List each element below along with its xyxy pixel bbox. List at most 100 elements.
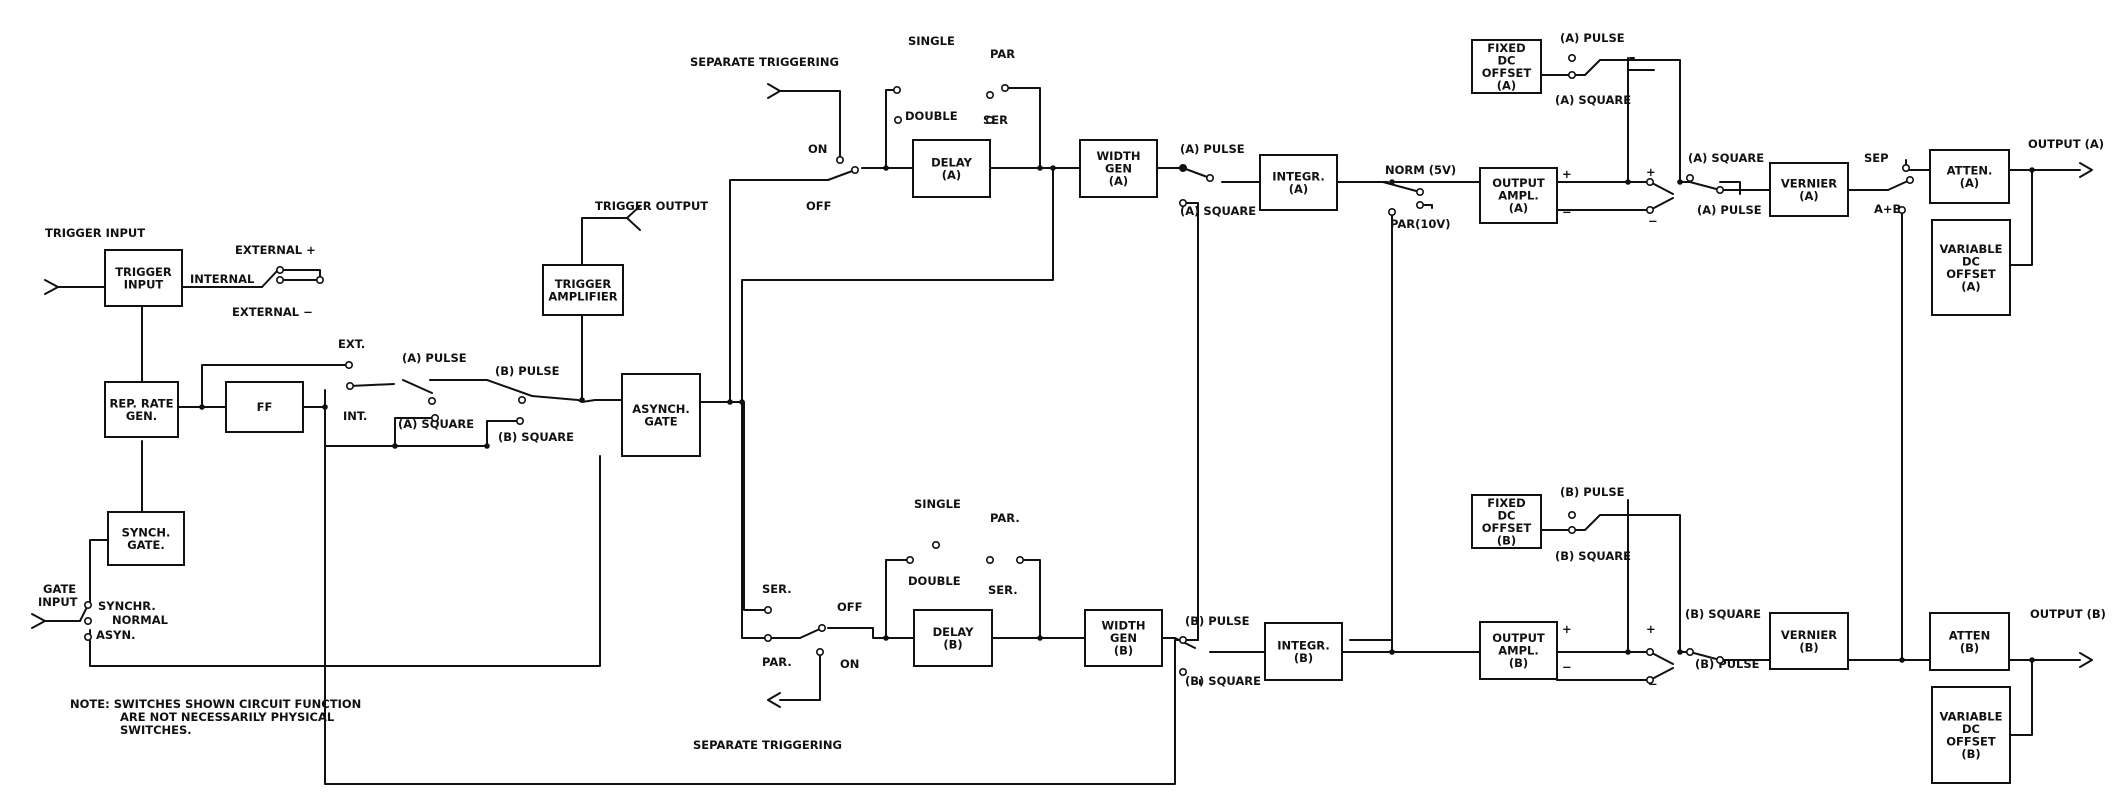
label-single-top: SINGLE — [908, 34, 955, 48]
label-single-bottom: SINGLE — [914, 497, 961, 511]
junction-dot — [199, 404, 205, 410]
block-frame — [621, 373, 701, 457]
block-label-line: (B) — [943, 637, 962, 651]
block-label-line: (A) — [1799, 189, 1818, 203]
switch-terminal — [1646, 178, 1655, 187]
label-input: INPUT — [38, 595, 78, 609]
switch-terminal — [1568, 510, 1577, 519]
switch-terminal — [84, 632, 93, 641]
block-frame — [1079, 139, 1158, 198]
block-frame — [1259, 154, 1338, 211]
switch-terminal — [1179, 667, 1188, 676]
switch-terminal — [1568, 71, 1577, 80]
label-a-plus-b: A+B — [1874, 202, 1901, 216]
label-on-top: ON — [808, 142, 827, 156]
block-label-line: GATE — [644, 414, 677, 428]
label-ser-left: SER. — [762, 582, 792, 596]
switch-terminal — [1686, 647, 1695, 656]
label-minus-sw-b: − — [1648, 677, 1658, 691]
block-label-line: INPUT — [124, 277, 164, 291]
switch-terminal — [763, 633, 772, 642]
switch-terminal — [315, 275, 324, 284]
switch-terminal — [84, 600, 93, 609]
switch-terminal — [1179, 635, 1188, 644]
block-frame — [1471, 494, 1542, 549]
note-line-1: NOTE: SWITCHES SHOWN CIRCUIT FUNCTION — [70, 697, 361, 711]
label-minus-sw-a: − — [1648, 214, 1658, 228]
label-plus-sw-a: + — [1646, 165, 1656, 179]
block-label-line: ATTEN — [1949, 628, 1990, 642]
switch-terminal — [427, 396, 436, 405]
switch-terminal — [515, 416, 524, 425]
label-a-pulse-vern: (A) PULSE — [1697, 203, 1762, 217]
block-label-line: GATE. — [127, 538, 165, 552]
block-label-line: (B) — [1799, 640, 1818, 654]
block-label-line: AMPLIFIER — [548, 289, 617, 303]
block-label-line: FIXED — [1487, 496, 1525, 510]
block-label-line: (A) — [1497, 78, 1516, 92]
switch-terminal — [1000, 84, 1009, 93]
label-b-pulse-sel: (B) PULSE — [495, 364, 560, 378]
switch-terminal — [275, 275, 284, 284]
note-line-2: ARE NOT NECESSARILY PHYSICAL — [120, 710, 335, 724]
block-label-line: REP. RATE — [110, 396, 174, 410]
label-b-pulse-fixed: (B) PULSE — [1560, 485, 1625, 499]
note-line-3: SWITCHES. — [120, 723, 192, 737]
block-frame — [542, 264, 624, 316]
label-external-minus: EXTERNAL − — [232, 305, 313, 319]
switch-terminal — [275, 265, 284, 274]
label-a-square-wg: (A) SQUARE — [1180, 204, 1256, 218]
block-frame — [1479, 167, 1558, 224]
block-integr-a: INTEGR.(A) — [1259, 154, 1338, 211]
label-off-top: OFF — [806, 199, 832, 213]
block-delay-b: DELAY(B) — [913, 609, 993, 667]
label-b-square-fixed: (B) SQUARE — [1555, 549, 1631, 563]
block-label-line: (B) — [1294, 651, 1313, 665]
label-gate: GATE — [43, 582, 76, 596]
switch-terminal — [1716, 655, 1725, 664]
switch-terminal — [1906, 176, 1915, 185]
junction-dot — [739, 399, 745, 405]
label-norm-5v: NORM (5V) — [1385, 163, 1456, 177]
block-label-line: SYNCH. — [122, 525, 171, 539]
block-label-line: OFFSET — [1482, 66, 1532, 80]
block-label-line: OFFSET — [1946, 734, 1996, 748]
block-label-line: (A) — [1509, 201, 1528, 215]
block-vernier-a: VERNIER(A) — [1769, 162, 1849, 217]
label-normal: NORMAL — [112, 613, 169, 627]
junction-dot — [322, 404, 328, 410]
block-frame — [1769, 162, 1849, 217]
block-label-line: GEN. — [126, 409, 157, 423]
block-frame — [1931, 686, 2011, 784]
block-vernier-b: VERNIER(B) — [1769, 612, 1849, 670]
switch-terminal — [905, 555, 914, 564]
label-double-top: DOUBLE — [905, 109, 958, 123]
junction-dot — [1625, 649, 1631, 655]
block-label-line: (A) — [1961, 279, 1980, 293]
switch-terminal — [817, 623, 826, 632]
block-ff: FF — [225, 381, 304, 433]
label-output-a: OUTPUT (A) — [2028, 137, 2104, 151]
switch-terminal — [985, 91, 994, 100]
label-separate-triggering-top: SEPARATE TRIGGERING — [690, 55, 839, 69]
switch-terminal — [430, 413, 439, 422]
label-plus-a: + — [1562, 167, 1572, 181]
block-label-line: (B) — [1961, 747, 1980, 761]
switch-terminal — [985, 555, 994, 564]
block-label-line: (B) — [1960, 641, 1979, 655]
switch-terminal — [1646, 675, 1655, 684]
label-int: INT. — [343, 409, 367, 423]
label-trigger-input: TRIGGER INPUT — [45, 226, 145, 240]
label-asyn: ASYN. — [96, 628, 136, 642]
label-on-bottom: ON — [840, 657, 859, 671]
block-frame — [1471, 39, 1542, 94]
label-trigger-output: TRIGGER OUTPUT — [595, 199, 708, 213]
label-synchr: SYNCHR. — [98, 599, 156, 613]
block-label-line: (B) — [1509, 656, 1528, 670]
block-label-line: (A) — [1960, 176, 1979, 190]
block-frame — [1264, 622, 1343, 681]
block-label-line: DC — [1962, 254, 1980, 268]
switch-terminal — [344, 360, 353, 369]
